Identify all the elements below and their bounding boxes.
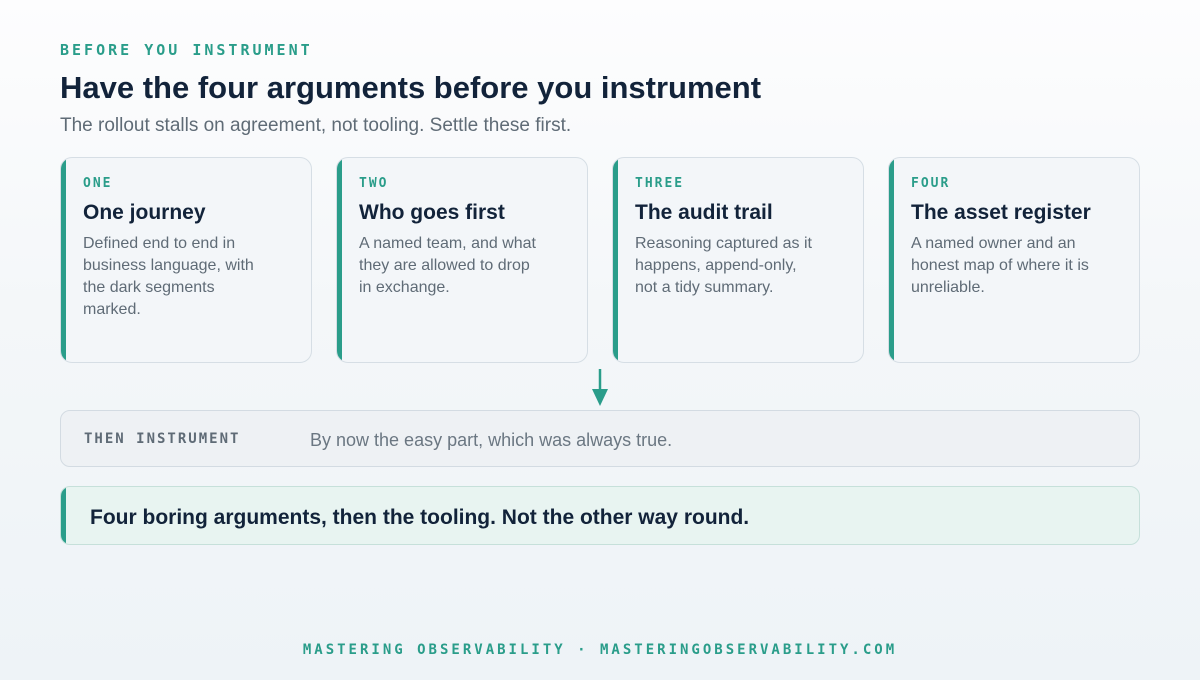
card-number: ONE <box>83 176 113 191</box>
then-instrument-label: THEN INSTRUMENT <box>84 431 241 447</box>
footer-credit: MASTERING OBSERVABILITY · MASTERINGOBSER… <box>302 642 898 658</box>
argument-card-four: FOUR The asset register A named owner an… <box>888 157 1140 363</box>
card-title: The asset register <box>911 201 1091 224</box>
eyebrow: BEFORE YOU INSTRUMENT <box>60 41 313 59</box>
argument-card-one: ONE One journey Defined end to end in bu… <box>60 157 312 363</box>
card-accent-bar <box>613 158 618 362</box>
then-instrument-box: THEN INSTRUMENT By now the easy part, wh… <box>60 410 1140 467</box>
card-accent-bar <box>337 158 342 362</box>
card-body: Defined end to end in business language,… <box>83 235 254 318</box>
card-number: TWO <box>359 176 389 191</box>
argument-card-three: THREE The audit trail Reasoning captured… <box>612 157 864 363</box>
card-body: A named owner and an honest map of where… <box>911 235 1089 296</box>
page-subtitle: The rollout stalls on agreement, not too… <box>60 115 572 136</box>
card-number: THREE <box>635 176 685 191</box>
then-instrument-text: By now the easy part, which was always t… <box>310 430 673 450</box>
card-body: Reasoning captured as it happens, append… <box>635 235 812 296</box>
argument-card-two: TWO Who goes first A named team, and wha… <box>336 157 588 363</box>
argument-cards: ONE One journey Defined end to end in bu… <box>60 157 1140 363</box>
card-title: The audit trail <box>635 201 773 224</box>
arrow-down-icon <box>592 369 608 406</box>
card-title: One journey <box>83 201 206 224</box>
page-title: Have the four arguments before you instr… <box>60 70 762 105</box>
card-number: FOUR <box>911 176 951 191</box>
callout-accent-bar <box>61 487 66 544</box>
card-body: A named team, and what they are allowed … <box>359 235 536 296</box>
conclusion-callout: Four boring arguments, then the tooling.… <box>60 486 1140 545</box>
conclusion-text: Four boring arguments, then the tooling.… <box>90 506 750 529</box>
card-title: Who goes first <box>359 201 505 224</box>
card-accent-bar <box>889 158 894 362</box>
card-accent-bar <box>61 158 66 362</box>
